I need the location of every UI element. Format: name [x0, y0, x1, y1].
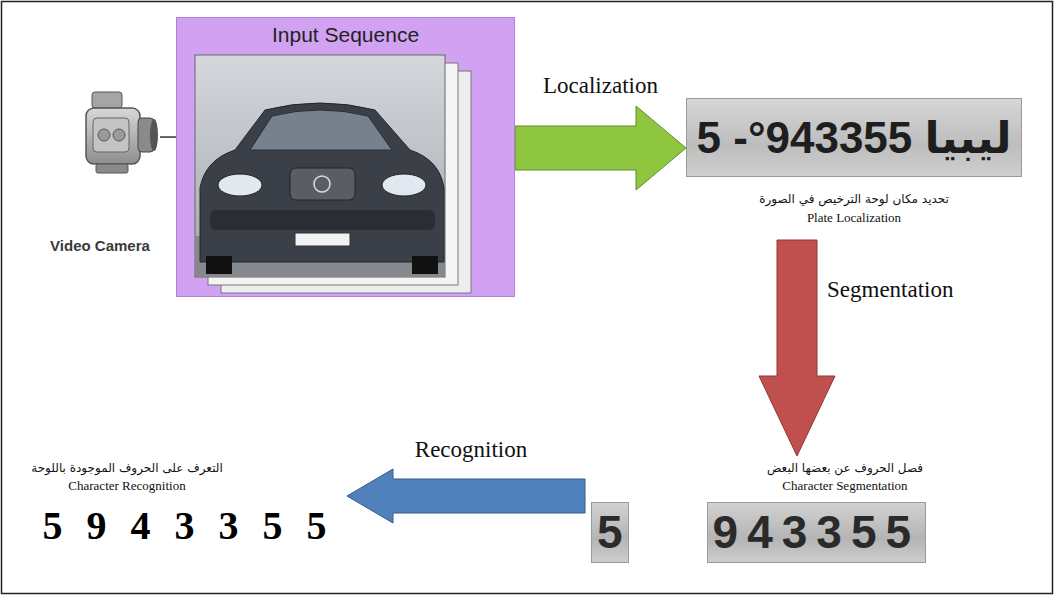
camera-body	[86, 108, 140, 164]
car-bumper	[210, 210, 435, 230]
camera-viewfinder	[92, 92, 122, 108]
camera-reel	[113, 129, 125, 141]
camera-unit: Video Camera	[40, 60, 160, 260]
plate-localization-stage: 5 -°943355 ليبيا تحديد مكان لوحة الترخيص …	[686, 98, 1022, 240]
recognized-number: 5 9 4 3 3 5 5	[22, 502, 347, 550]
car-headlight	[382, 174, 426, 196]
car-grille	[290, 168, 355, 200]
caption-english: Character Segmentation	[715, 477, 975, 495]
camera-base	[96, 164, 128, 173]
character-recognition-stage: التعرف على الحروف الموجودة باللوحةCharac…	[22, 456, 347, 560]
camera-cable	[160, 136, 176, 138]
camera-icon	[86, 92, 158, 173]
segmentation-arrow	[759, 240, 835, 456]
edge-label: Recognition	[415, 436, 527, 464]
front-frame	[195, 55, 445, 277]
character-tile: 943355	[707, 502, 927, 563]
car-wheel	[412, 256, 438, 274]
car-headlight	[218, 174, 262, 196]
input-panel-fill	[176, 17, 515, 297]
caption-arabic: فصل الحروف عن بعضها البعض	[715, 460, 975, 477]
caption-english: Character Recognition	[22, 477, 232, 495]
car-badge	[314, 176, 330, 192]
license-plate: 5 -°943355 ليبيا	[686, 98, 1022, 177]
camera-reel	[98, 129, 110, 141]
car-windshield	[250, 110, 392, 150]
car-photo	[196, 103, 444, 276]
camera-lens-glass	[150, 119, 158, 151]
recognition-arrow	[347, 469, 585, 523]
caption-english: Plate Localization	[686, 209, 1022, 227]
edge-label: Localization	[543, 72, 658, 100]
edge-label: Segmentation	[827, 276, 953, 304]
camera-panel	[93, 118, 129, 152]
caption-arabic: التعرف على الحروف الموجودة باللوحة	[22, 460, 232, 477]
localization-arrow	[515, 106, 686, 190]
input-sequence-panel: Input Sequence	[176, 17, 515, 297]
panel-title: Input Sequence	[177, 23, 514, 47]
car-plate	[295, 233, 350, 246]
camera-label: Video Camera	[40, 237, 160, 254]
caption-arabic: تحديد مكان لوحة الترخيص في الصورة	[686, 191, 1022, 208]
car-wheel	[206, 256, 232, 274]
character-segmentation-stage: فصل الحروف عن بعضها البعضCharacter Segme…	[585, 456, 975, 574]
car-body	[200, 103, 444, 262]
character-tile: 5	[591, 502, 629, 563]
frame-stack	[195, 55, 471, 293]
